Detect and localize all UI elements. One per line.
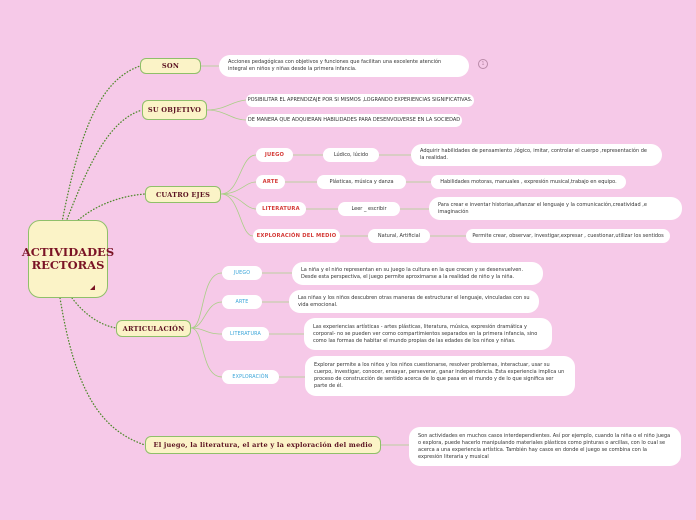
note-badge-count: 1 [481, 61, 485, 67]
objetivo-item-2-text: DE MANERA QUE ADQUIERAN HABILIDADES PARA… [247, 117, 461, 123]
topic-son-label: SON [161, 62, 180, 70]
eje-literatura-desc[interactable]: Para crear e inventar historias,afianzar… [429, 197, 682, 220]
topic-relacion-label: El juego, la literatura, el arte y la ex… [153, 441, 373, 449]
art-exploracion-desc[interactable]: Explorar permite a los niños y los niños… [305, 356, 575, 396]
eje-juego-desc-text: Adquirir habilidades de pensamiento ,lóg… [420, 148, 647, 161]
eje-literatura-label: LITERATURA [262, 206, 300, 212]
eje-literatura[interactable]: LITERATURA [256, 202, 306, 216]
art-exploracion[interactable]: EXPLORACIÓN [222, 370, 279, 384]
art-juego[interactable]: JUEGO [222, 266, 262, 280]
eje-arte[interactable]: ARTE [256, 175, 285, 189]
eje-exploracion-type-text: Natural, Artificial [377, 232, 421, 239]
art-arte-desc[interactable]: Las niñas y los niños descubren otras ma… [289, 290, 539, 313]
art-literatura-desc[interactable]: Las experiencias artísticas - artes plás… [304, 318, 552, 350]
art-arte-desc-text: Las niñas y los niños descubren otras ma… [298, 294, 530, 308]
art-arte[interactable]: ARTE [222, 295, 262, 309]
topic-cuatro-ejes-label: CUATRO EJES [155, 190, 211, 199]
topic-articulacion[interactable]: ARTICULACIÓN [116, 320, 191, 337]
eje-exploracion-type[interactable]: Natural, Artificial [368, 229, 430, 243]
topic-su-objetivo[interactable]: SU OBJETIVO [142, 100, 207, 120]
eje-arte-type-text: Plásticas, música y danza [329, 178, 394, 185]
eje-arte-desc-text: Habilidades motoras, manuales , expresió… [440, 178, 617, 185]
art-juego-desc[interactable]: La niña y el niño representan en su jueg… [292, 262, 543, 285]
root-node[interactable]: ACTIVIDADES RECTORAS [22, 220, 114, 298]
art-literatura-label: LITERATURA [230, 331, 261, 337]
eje-arte-type[interactable]: Plásticas, música y danza [317, 175, 406, 189]
eje-exploracion-label: EXPLORACIÓN DEL MEDIO [256, 233, 337, 239]
art-exploracion-desc-text: Explorar permite a los niños y los niños… [314, 362, 565, 389]
topic-articulacion-label: ARTICULACIÓN [122, 324, 185, 333]
eje-literatura-type[interactable]: Leer _ escribir [338, 202, 400, 216]
objetivo-item-2[interactable]: DE MANERA QUE ADQUIERAN HABILIDADES PARA… [246, 114, 462, 127]
topic-relacion[interactable]: El juego, la literatura, el arte y la ex… [145, 436, 381, 454]
objetivo-item-1-text: POSIBILITAR EL APRENDIZAJE POR SI MISMOS… [247, 97, 473, 103]
eje-juego-label: JUEGO [264, 152, 285, 158]
art-arte-label: ARTE [235, 299, 249, 305]
eje-juego[interactable]: JUEGO [256, 148, 293, 162]
eje-juego-type-text: Lúdico, lúcido [333, 151, 369, 158]
art-juego-label: JUEGO [233, 270, 251, 276]
objetivo-item-1[interactable]: POSIBILITAR EL APRENDIZAJE POR SI MISMOS… [246, 94, 474, 107]
art-juego-desc-text: La niña y el niño representan en su jueg… [301, 266, 524, 280]
son-description-text: Acciones pedagógicas con objetivos y fun… [228, 59, 442, 72]
topic-son[interactable]: SON [140, 58, 201, 74]
collapse-icon[interactable] [90, 285, 95, 290]
eje-literatura-desc-text: Para crear e inventar historias,afianzar… [438, 201, 647, 215]
eje-exploracion[interactable]: EXPLORACIÓN DEL MEDIO [253, 229, 340, 243]
art-exploracion-label: EXPLORACIÓN [232, 374, 269, 380]
root-label: ACTIVIDADES RECTORAS [21, 245, 115, 272]
note-badge-icon[interactable]: 1 [478, 59, 488, 69]
eje-exploracion-desc[interactable]: Permite crear, observar, investigar,expr… [466, 229, 670, 243]
art-literatura[interactable]: LITERATURA [222, 327, 269, 341]
eje-exploracion-desc-text: Permite crear, observar, investigar,expr… [472, 232, 664, 239]
son-description[interactable]: Acciones pedagógicas con objetivos y fun… [219, 55, 469, 77]
eje-juego-desc[interactable]: Adquirir habilidades de pensamiento ,lóg… [411, 144, 662, 166]
art-literatura-desc-text: Las experiencias artísticas - artes plás… [313, 323, 538, 344]
topic-su-objetivo-label: SU OBJETIVO [147, 106, 202, 114]
relacion-description-text: Son actividades en muchos casos interdep… [418, 432, 671, 460]
eje-arte-desc[interactable]: Habilidades motoras, manuales , expresió… [431, 175, 626, 189]
eje-arte-label: ARTE [262, 179, 279, 185]
eje-juego-type[interactable]: Lúdico, lúcido [323, 148, 379, 162]
topic-cuatro-ejes[interactable]: CUATRO EJES [145, 186, 221, 203]
eje-literatura-type-text: Leer _ escribir [351, 205, 387, 212]
relacion-description[interactable]: Son actividades en muchos casos interdep… [409, 427, 681, 466]
